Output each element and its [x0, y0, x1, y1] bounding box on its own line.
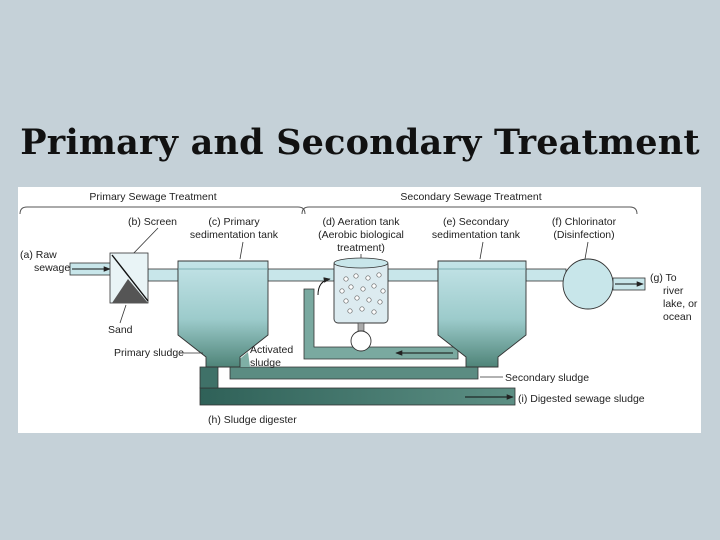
raw-sewage-label-2: sewage [34, 262, 70, 274]
primary-to-aeration-pipe [267, 268, 335, 282]
air-pump [350, 330, 372, 352]
bar-screen [109, 252, 149, 304]
outflow-label-1: (g) To [650, 272, 677, 284]
sand-leader [119, 304, 127, 324]
screen-label: (b) Screen [128, 216, 177, 228]
aeration-tank-label-2: (Aerobic biological [318, 229, 404, 241]
aeration-tank [333, 257, 389, 352]
primary-sludge-pipe [199, 366, 219, 389]
secondary-section-brace [301, 206, 638, 215]
aeration-bubbles [339, 272, 386, 315]
screen-to-primary-pipe [147, 268, 179, 282]
raw-sewage-label-1: (a) Raw [20, 249, 57, 261]
treatment-diagram: Primary Sewage Treatment Secondary Sewag… [18, 187, 701, 433]
secondary-sludge-pipe [229, 366, 479, 380]
aeration-to-secondary-pipe [387, 268, 439, 282]
activated-sludge-label-2: sludge [250, 357, 281, 369]
primary-sedimentation-tank [177, 260, 269, 368]
chlorinator-leader [584, 241, 589, 260]
digested-sludge-label: (i) Digested sewage sludge [518, 393, 645, 405]
chlorinator-label-1: (f) Chlorinator [552, 216, 617, 228]
primary-section-brace [19, 206, 306, 215]
aeration-tank-label-1: (d) Aeration tank [322, 216, 400, 228]
primary-sludge-label: Primary sludge [114, 347, 184, 359]
sludge-digester-label: (h) Sludge digester [208, 414, 297, 426]
secondary-sludge-label: Secondary sludge [505, 372, 589, 384]
secondary-to-chlorinator-pipe [525, 268, 567, 282]
slide-title: Primary and Secondary Treatment [20, 122, 700, 163]
secondary-tank-label-2: sedimentation tank [432, 229, 521, 241]
sand-label: Sand [108, 324, 133, 336]
secondary-sedimentation-tank [437, 260, 527, 368]
secondary-tank-leader [479, 241, 484, 260]
outflow-label-2: river [663, 285, 684, 297]
screen-leader [129, 227, 159, 258]
chlorinator [562, 258, 614, 310]
outflow-label-3: lake, or [663, 298, 698, 310]
primary-tank-label-1: (c) Primary [208, 216, 260, 228]
primary-tank-leader [239, 241, 244, 260]
secondary-tank-label-1: (e) Secondary [443, 216, 510, 228]
treatment-diagram-svg: Primary Sewage Treatment Secondary Sewag… [19, 191, 698, 426]
secondary-section-label: Secondary Sewage Treatment [400, 191, 541, 203]
activated-sludge-label-1: Activated [250, 344, 293, 356]
chlorinator-label-2: (Disinfection) [553, 229, 614, 241]
primary-tank-label-2: sedimentation tank [190, 229, 279, 241]
sludge-digester [199, 387, 516, 406]
outflow-label-4: ocean [663, 311, 692, 323]
aeration-tank-label-3: treatment) [337, 242, 385, 254]
primary-section-label: Primary Sewage Treatment [89, 191, 216, 203]
return-to-aeration-arrow [317, 277, 331, 296]
